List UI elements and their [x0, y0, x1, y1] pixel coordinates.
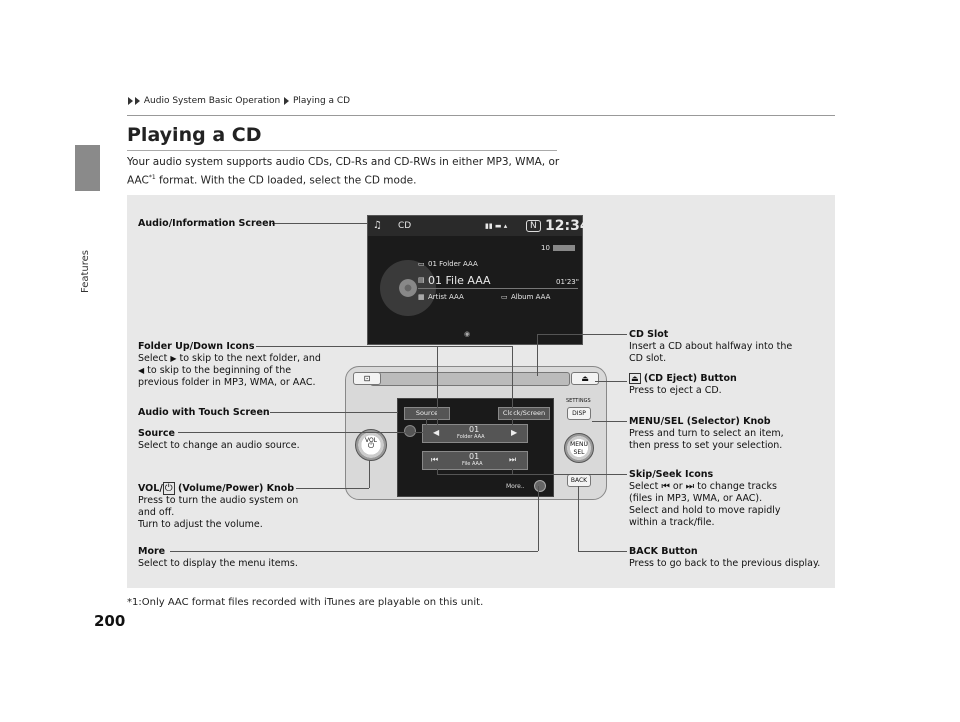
callout-back: BACK Button Press to go back to the prev… — [629, 546, 821, 569]
section-tab — [75, 145, 100, 191]
leader-line — [437, 474, 627, 475]
callout-menu-sel: MENU/SEL (Selector) Knob Press and turn … — [629, 416, 784, 451]
screen-album: Album AAA — [511, 293, 551, 301]
cd-source-icon[interactable] — [404, 425, 416, 437]
leader-line — [595, 381, 627, 382]
album-icon: ▭ — [501, 293, 508, 301]
volume-bar — [553, 245, 575, 251]
prev-folder-icon: ◀ — [138, 366, 145, 375]
more-icon[interactable] — [534, 480, 546, 492]
section-label: Features — [80, 250, 91, 293]
callout-audio-touch: Audio with Touch Screen — [138, 407, 270, 418]
callout-folder-icons: Folder Up/Down Icons Select ▶ to skip to… — [138, 341, 321, 388]
leader-line — [578, 551, 627, 552]
touch-file-number: 01 — [469, 452, 480, 461]
leader-line — [578, 486, 579, 551]
page-title: Playing a CD — [127, 124, 262, 146]
leader-line — [437, 466, 438, 474]
power-icon: ⏻ — [162, 482, 175, 495]
file-icon: ▤ — [418, 276, 425, 284]
leader-line — [170, 551, 538, 552]
callout-source: Source Select to change an audio source. — [138, 428, 300, 451]
breadcrumb-arrow-icon — [128, 96, 133, 105]
skip-back-icon: ⏮ — [661, 481, 670, 492]
volume-power-knob[interactable]: VOL⏻ — [355, 429, 387, 461]
folder-up-icon[interactable]: ▶ — [511, 428, 518, 437]
leader-line — [270, 412, 398, 413]
leader-line — [537, 334, 538, 376]
channel-indicator: N — [526, 220, 541, 232]
more-button[interactable]: More.. — [506, 483, 525, 490]
skip-back-icon[interactable]: ⏮ — [431, 455, 439, 464]
breadcrumb-arrow-icon — [284, 96, 290, 105]
source-button[interactable]: Source — [404, 407, 450, 420]
audio-information-screen: ♫ CD ▮▮ ▬ ▴ N 12:34 10 ▭ 01 Folder AAA ▤… — [367, 215, 590, 345]
touch-folder-name: Folder AAA — [457, 434, 485, 440]
screen-file: 01 File AAA — [428, 274, 491, 287]
skip-forward-icon[interactable]: ⏭ — [509, 455, 517, 464]
leader-line — [426, 418, 427, 432]
clock: 12:34 — [545, 218, 590, 234]
callout-more: More Select to display the menu items. — [138, 546, 298, 569]
screen-folder: 01 Folder AAA — [428, 260, 478, 268]
screen-artist: Artist AAA — [428, 293, 464, 301]
callout-vol-knob: VOL/⏻ (Volume/Power) Knob Press to turn … — [138, 482, 299, 530]
folder-down-icon[interactable]: ◀ — [433, 428, 440, 437]
leader-line — [537, 334, 627, 335]
music-note-icon: ♫ — [373, 220, 382, 231]
callout-audio-info-screen: Audio/Information Screen — [138, 218, 276, 229]
title-rule — [127, 150, 557, 151]
volume-level: 10 — [541, 244, 550, 252]
leader-line — [592, 421, 627, 422]
page-number: 200 — [94, 612, 126, 630]
eject-icon: ⏏ — [629, 373, 641, 384]
skip-seek-control[interactable]: ⏮ 01 File AAA ⏭ — [422, 451, 528, 470]
touch-file-name: File AAA — [462, 461, 483, 467]
disc-logo-icon: ◉ — [464, 330, 471, 338]
folder-updown-control[interactable]: ◀ 01 Folder AAA ▶ — [422, 424, 528, 443]
disp-button[interactable]: DISP — [567, 407, 591, 420]
leader-line — [296, 488, 369, 489]
header-rule — [127, 115, 835, 116]
breadcrumb: Audio System Basic Operation Playing a C… — [127, 96, 350, 106]
breadcrumb-item[interactable]: Playing a CD — [292, 96, 351, 106]
screen-divider — [418, 288, 578, 289]
eject-button[interactable]: ⏏ — [571, 372, 599, 385]
breadcrumb-item[interactable]: Audio System Basic Operation — [143, 96, 281, 106]
media-button[interactable]: ⊡ — [353, 372, 381, 385]
clock-screen-button[interactable]: Clock/Screen — [498, 407, 550, 420]
folder-icon: ▭ — [418, 260, 425, 268]
leader-line — [437, 346, 438, 426]
leader-line — [256, 346, 512, 347]
leader-line — [178, 432, 426, 433]
intro-paragraph: Your audio system supports audio CDs, CD… — [127, 156, 560, 187]
leader-line — [538, 486, 539, 551]
leader-line — [272, 223, 368, 224]
status-icons: ▮▮ ▬ ▴ — [485, 222, 508, 230]
settings-label: SETTINGS — [566, 398, 591, 404]
callout-cd-slot: CD Slot Insert a CD about halfway into t… — [629, 329, 793, 364]
callout-eject: ⏏ (CD Eject) Button Press to eject a CD. — [629, 373, 737, 396]
cd-slot[interactable] — [370, 372, 570, 386]
footnote: *1:Only AAC format files recorded with i… — [127, 597, 484, 608]
leader-line — [369, 460, 370, 488]
power-icon: ⏻ — [367, 441, 375, 450]
next-folder-icon: ▶ — [170, 354, 177, 363]
artist-icon: ▦ — [418, 293, 425, 301]
touch-screen[interactable]: Source Clock/Screen ◀ 01 Folder AAA ▶ ⏮ … — [397, 398, 554, 497]
back-button[interactable]: BACK — [567, 474, 591, 487]
callout-skip-seek: Skip/Seek Icons Select ⏮ or ⏭ to change … — [629, 469, 781, 528]
leader-line — [512, 346, 513, 426]
elapsed-time: 01'23" — [556, 278, 579, 286]
breadcrumb-arrow-icon — [135, 96, 140, 105]
touch-folder-number: 01 — [469, 425, 480, 434]
leader-line — [512, 466, 513, 474]
screen-mode: CD — [398, 221, 412, 231]
skip-forward-icon: ⏭ — [685, 481, 695, 492]
